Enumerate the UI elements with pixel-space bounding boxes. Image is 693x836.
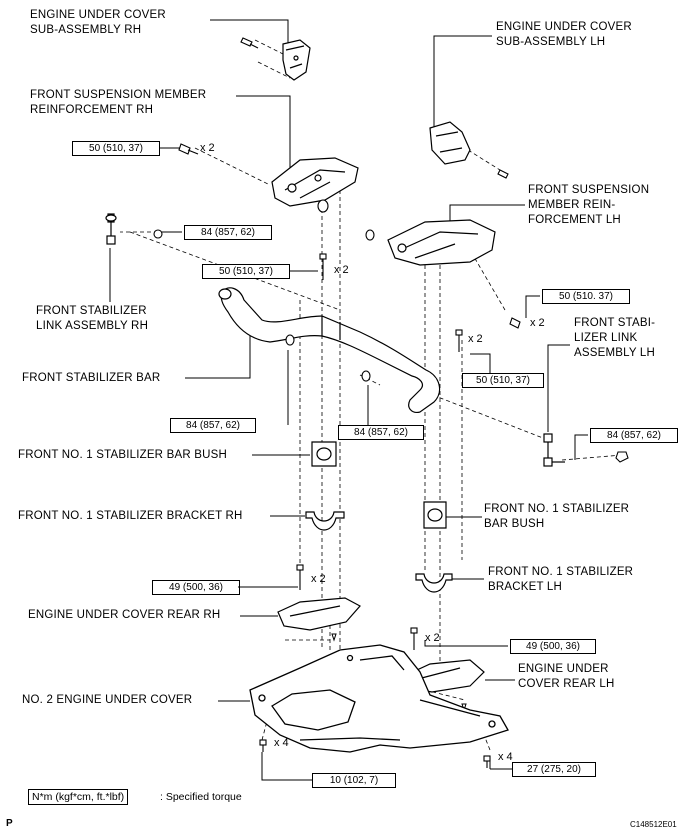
bolt-lh-reinforcement bbox=[509, 317, 521, 329]
torque-box: 50 (510, 37) bbox=[202, 264, 290, 279]
quantity-note: x 2 bbox=[200, 142, 215, 154]
torque-box: 50 (510, 37) bbox=[72, 141, 160, 156]
quantity-note: x 2 bbox=[334, 264, 349, 276]
label-suspension-reinforcement-rh: FRONT SUSPENSION MEMBER REINFORCEMENT RH bbox=[30, 89, 207, 116]
spacers bbox=[317, 199, 375, 241]
quantity-note: x 2 bbox=[468, 333, 483, 345]
stabilizer-bar-part bbox=[218, 287, 441, 413]
torque-legend-text: : Specified torque bbox=[160, 791, 242, 803]
label-suspension-reinforcement-lh: FRONT SUSPENSION MEMBER REIN- FORCEMENT … bbox=[528, 184, 650, 226]
torque-box: 84 (857, 62) bbox=[184, 225, 272, 240]
engine-under-cover-rh-part bbox=[282, 39, 311, 81]
torque-box: 27 (275, 20) bbox=[512, 762, 596, 777]
label-engine-under-cover-rh: ENGINE UNDER COVER SUB-ASSEMBLY RH bbox=[30, 9, 166, 36]
label-no2-engine-under-cover: NO. 2 ENGINE UNDER COVER bbox=[22, 694, 193, 706]
bar-bush-lh-part bbox=[423, 501, 447, 529]
engine-under-cover-lh-part bbox=[429, 121, 471, 165]
label-stabilizer-bar: FRONT STABILIZER BAR bbox=[22, 372, 161, 384]
torque-box: 84 (857, 62) bbox=[170, 418, 256, 433]
label-bar-bush-lh: FRONT NO. 1 STABILIZER BAR BUSH bbox=[484, 503, 630, 530]
clip-rear-rh bbox=[331, 633, 337, 642]
stabilizer-link-rh-part bbox=[105, 213, 117, 245]
bolt-rh-reinforcement bbox=[178, 143, 199, 155]
label-bracket-lh: FRONT NO. 1 STABILIZER BRACKET LH bbox=[488, 566, 634, 593]
label-engine-under-cover-rear-rh: ENGINE UNDER COVER REAR RH bbox=[28, 609, 221, 621]
label-stabilizer-link-rh: FRONT STABILIZER LINK ASSEMBLY RH bbox=[36, 305, 149, 332]
bar-nut-lh bbox=[361, 370, 371, 382]
vertical-bolts bbox=[259, 253, 491, 768]
torque-box: 10 (102, 7) bbox=[312, 773, 396, 788]
quantity-note: x 4 bbox=[274, 737, 289, 749]
nut-rh-link bbox=[153, 229, 163, 239]
suspension-reinforcement-rh-part bbox=[271, 157, 359, 207]
figure-code: C148512E01 bbox=[630, 820, 677, 829]
bar-bush-rh-part bbox=[311, 441, 337, 467]
nut-lh-link bbox=[615, 451, 629, 463]
torque-unit-legend: N*m (kgf*cm, ft.*lbf) bbox=[28, 789, 129, 805]
quantity-note: x 2 bbox=[530, 317, 545, 329]
quantity-note: x 4 bbox=[498, 751, 513, 763]
label-stabilizer-link-lh: FRONT STABI- LIZER LINK ASSEMBLY LH bbox=[574, 317, 656, 359]
torque-box: 49 (500, 36) bbox=[510, 639, 596, 654]
label-engine-under-cover-rear-lh: ENGINE UNDER COVER REAR LH bbox=[518, 663, 615, 690]
bolt-rh-cover bbox=[240, 37, 259, 49]
bolt-lh-cover bbox=[497, 169, 509, 179]
suspension-reinforcement-lh-part bbox=[387, 219, 496, 266]
torque-box: 84 (857, 62) bbox=[338, 425, 424, 440]
bar-nut-rh bbox=[285, 334, 295, 346]
label-bracket-rh: FRONT NO. 1 STABILIZER BRACKET RH bbox=[18, 510, 243, 522]
quantity-note: x 2 bbox=[311, 573, 326, 585]
torque-box: 50 (510. 37) bbox=[542, 289, 630, 304]
page-marker: P bbox=[6, 818, 13, 829]
engine-under-cover-rear-rh-part bbox=[277, 597, 361, 631]
label-bar-bush-rh: FRONT NO. 1 STABILIZER BAR BUSH bbox=[18, 449, 227, 461]
bracket-rh-part bbox=[305, 511, 345, 531]
bracket-lh-part bbox=[415, 573, 453, 593]
quantity-note: x 2 bbox=[425, 632, 440, 644]
label-engine-under-cover-lh: ENGINE UNDER COVER SUB-ASSEMBLY LH bbox=[496, 21, 632, 48]
no2-engine-under-cover-part bbox=[249, 644, 509, 753]
torque-box: 84 (857, 62) bbox=[590, 428, 678, 443]
torque-box: 50 (510, 37) bbox=[462, 373, 544, 388]
stabilizer-link-lh-part bbox=[543, 433, 565, 467]
